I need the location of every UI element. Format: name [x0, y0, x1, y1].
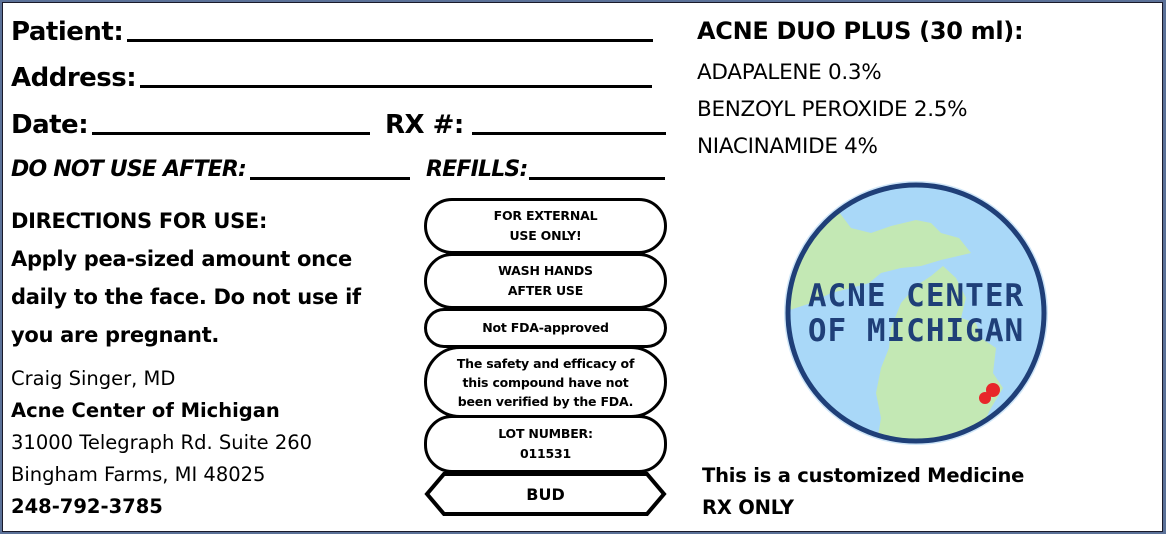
lot-number-value: 011531	[519, 446, 571, 461]
warning-text: been verified by the FDA.	[457, 393, 634, 409]
refills-input-line[interactable]	[529, 177, 666, 180]
clinic-name: Acne Center of Michigan	[11, 399, 280, 422]
customized-medicine-note: This is a customized Medicine	[702, 464, 1025, 487]
address-input-line[interactable]	[140, 85, 653, 88]
date-input-line[interactable]	[92, 132, 371, 135]
patient-input-line[interactable]	[127, 39, 654, 42]
ingredient-item: BENZOYL PEROXIDE 2.5%	[697, 97, 968, 122]
bud-box: BUD	[424, 471, 667, 517]
warning-not-fda-approved: Not FDA-approved	[424, 308, 667, 348]
rx-number-field: RX #:	[385, 110, 666, 140]
refills-field: REFILLS:	[426, 157, 666, 182]
do-not-use-after-field: DO NOT USE AFTER:	[11, 157, 411, 182]
refills-label: REFILLS:	[426, 157, 528, 182]
phone-number: 248-792-3785	[11, 495, 163, 518]
bud-label: BUD	[526, 484, 565, 504]
patient-label: Patient:	[11, 17, 124, 47]
directions-line: daily to the face. Do not use if	[11, 285, 361, 309]
warning-text: Not FDA-approved	[482, 320, 609, 335]
do-not-use-after-label: DO NOT USE AFTER:	[11, 157, 247, 182]
directions-line: you are pregnant.	[11, 323, 220, 347]
date-field: Date:	[11, 110, 371, 140]
warning-text: AFTER USE	[507, 283, 584, 298]
warning-fda-not-verified: The safety and efficacy of this compound …	[424, 346, 667, 418]
warning-text: this compound have not	[462, 374, 629, 390]
address-field: Address:	[11, 63, 653, 93]
city-state-zip: Bingham Farms, MI 48025	[11, 463, 266, 486]
warning-wash-hands: WASH HANDS AFTER USE	[424, 253, 667, 309]
ingredient-item: ADAPALENE 0.3%	[697, 60, 882, 85]
warning-text: WASH HANDS	[498, 263, 593, 278]
address-label: Address:	[11, 63, 137, 93]
directions-block: DIRECTIONS FOR USE: Apply pea-sized amou…	[11, 202, 361, 354]
michigan-map-logo-icon: ACNE CENTER OF MICHIGAN	[784, 181, 1048, 445]
product-title: ACNE DUO PLUS (30 ml):	[697, 17, 1024, 45]
street-address: 31000 Telegraph Rd. Suite 260	[11, 431, 313, 454]
rx-number-label: RX #:	[385, 110, 464, 140]
warning-text: USE ONLY!	[509, 228, 582, 243]
hexagon-frame-icon	[424, 472, 667, 516]
ingredient-item: NIACINAMIDE 4%	[697, 134, 878, 159]
warning-text: FOR EXTERNAL	[493, 208, 598, 223]
logo-text-line2: OF MICHIGAN	[808, 313, 1024, 349]
rx-only-note: RX ONLY	[702, 496, 794, 519]
prescriber-block: Craig Singer, MD Acne Center of Michigan…	[11, 363, 312, 523]
patient-field: Patient:	[11, 17, 654, 47]
prescriber-name: Craig Singer, MD	[11, 367, 176, 390]
date-label: Date:	[11, 110, 89, 140]
rx-number-input-line[interactable]	[471, 132, 666, 135]
warning-text: The safety and efficacy of	[456, 355, 635, 371]
warning-external-use: FOR EXTERNAL USE ONLY!	[424, 198, 667, 254]
directions-line: Apply pea-sized amount once	[11, 247, 352, 271]
ingredients-list: ADAPALENE 0.3% BENZOYL PEROXIDE 2.5% NIA…	[697, 54, 968, 165]
lot-number-label: LOT NUMBER:	[498, 426, 593, 441]
directions-heading: DIRECTIONS FOR USE:	[11, 209, 268, 233]
logo-text-line1: ACNE CENTER	[808, 278, 1024, 314]
clinic-logo: ACNE CENTER OF MICHIGAN	[781, 178, 1051, 448]
footer-block: This is a customized Medicine RX ONLY	[702, 460, 1024, 524]
lot-number-box: LOT NUMBER: 011531	[424, 415, 667, 473]
do-not-use-after-input-line[interactable]	[250, 177, 411, 180]
